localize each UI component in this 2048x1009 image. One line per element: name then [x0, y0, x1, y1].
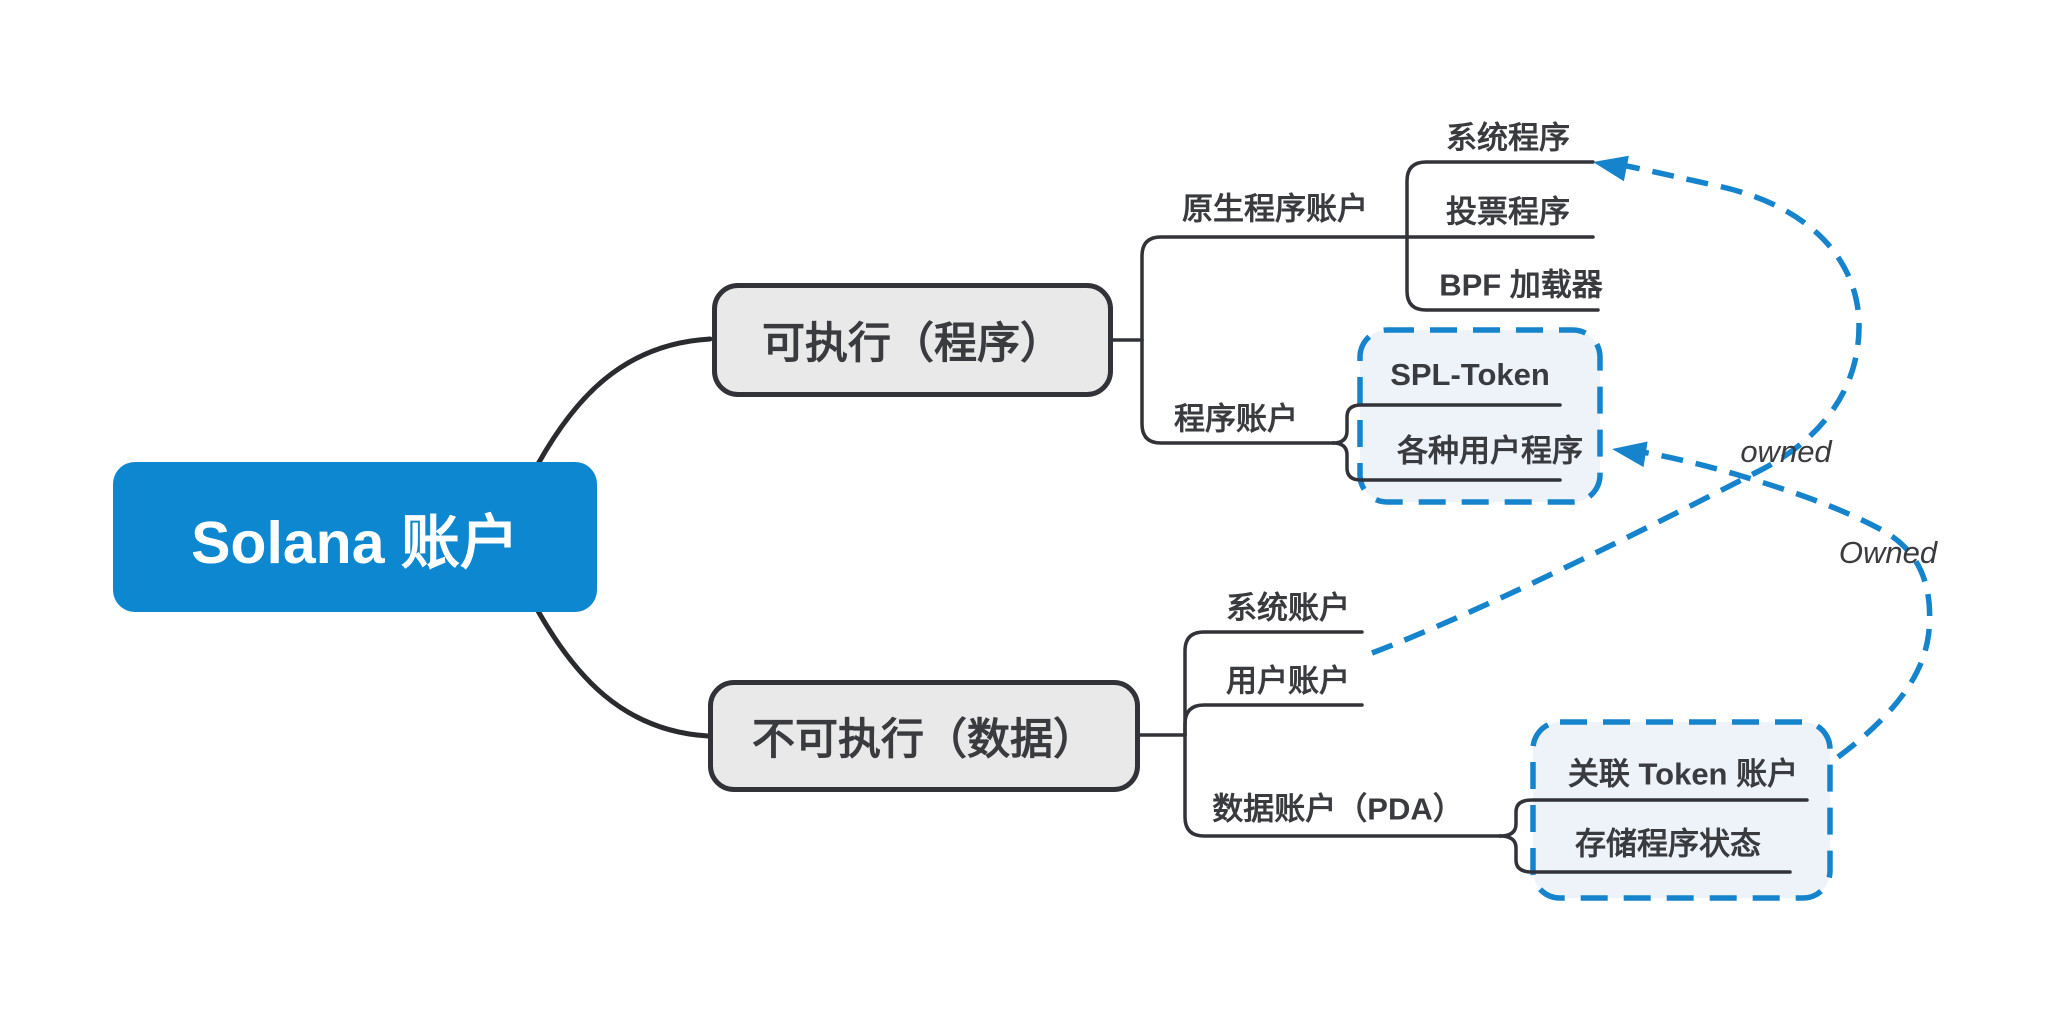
node-user-programs[interactable]: 各种用户程序 [1397, 433, 1583, 469]
node-associated-token-account[interactable]: 关联 Token 账户 [1567, 756, 1799, 792]
node-root-solana-account[interactable]: Solana 账户 [113, 462, 597, 612]
node-executable-programs[interactable]: 可执行（程序） [712, 283, 1113, 397]
group-box-program-accounts[interactable] [1357, 327, 1603, 505]
node-native-program-accounts[interactable]: 原生程序账户 [1182, 191, 1368, 227]
node-user-account[interactable]: 用户账户 [1226, 663, 1350, 699]
node-bpf-loader[interactable]: BPF 加载器 [1439, 267, 1603, 303]
root-to-nonexecutable-curve [535, 608, 711, 739]
owned2-relation-curve [1641, 449, 1933, 760]
relation-label-owned[interactable]: owned [1740, 434, 1832, 469]
node-system-program[interactable]: 系统程序 [1446, 120, 1570, 156]
node-spl-token[interactable]: SPL-Token [1390, 357, 1550, 392]
relation-label-owned-2[interactable]: Owned [1838, 535, 1938, 570]
root-to-executable-curve [535, 336, 713, 467]
owned-arrowhead-icon [1593, 155, 1629, 182]
owned-relation-curve [1371, 162, 1862, 656]
node-system-account[interactable]: 系统账户 [1226, 590, 1350, 626]
node-program-state[interactable]: 存储程序状态 [1575, 826, 1761, 862]
user-account-underline [1183, 703, 1364, 737]
node-nonexecutable-label: 不可执行（数据） [752, 716, 1096, 764]
node-vote-program[interactable]: 投票程序 [1446, 194, 1570, 230]
node-nonexecutable-data[interactable]: 不可执行（数据） [708, 680, 1140, 792]
node-root-label: Solana 账户 [191, 509, 519, 576]
node-program-accounts[interactable]: 程序账户 [1174, 401, 1298, 437]
node-executable-label: 可执行（程序） [762, 320, 1063, 368]
native-program-accounts-underline [1140, 235, 1409, 342]
owned2-arrowhead-icon [1612, 441, 1648, 468]
node-data-account-pda[interactable]: 数据账户（PDA） [1212, 791, 1464, 827]
